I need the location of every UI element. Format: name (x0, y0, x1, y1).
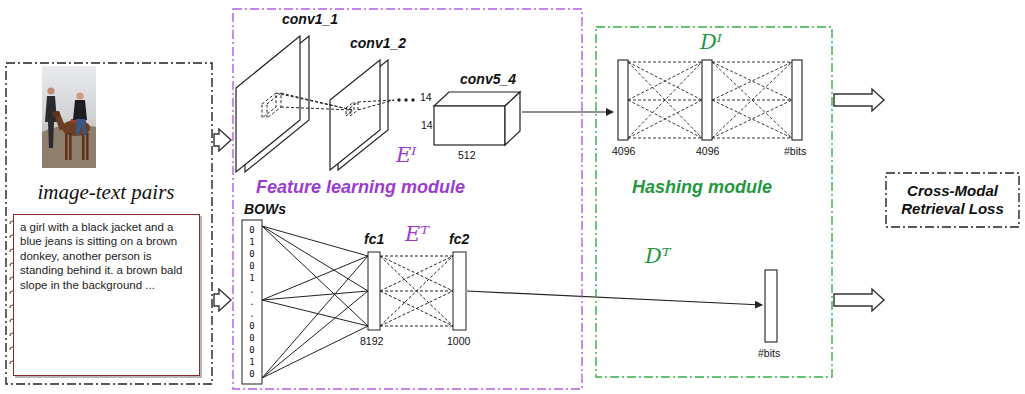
frame-outline (233, 9, 582, 389)
layer-label: fc2 (449, 232, 469, 247)
input-photo (42, 66, 96, 168)
hash-symbol: Dᴵ (700, 32, 722, 53)
dimension-label: 4096 (612, 146, 635, 158)
dimension-label: #bits (758, 348, 780, 360)
input-panel: image-text pairs a girl with a black jack… (5, 62, 213, 385)
block-arrow (834, 89, 884, 111)
text-layers (242, 220, 762, 384)
module-box: Feature learning module (232, 8, 583, 390)
dimension-label: 4096 (696, 146, 719, 158)
encoder-symbol: Eᴵ (396, 145, 417, 166)
panel-label: image-text pairs (5, 180, 207, 205)
hash-symbol: Dᵀ (645, 246, 671, 267)
layer-label: conv5_4 (460, 72, 516, 87)
block-arrow (834, 289, 884, 311)
loss-label: Cross-Modal Retrieval Loss (894, 182, 1012, 218)
frame-outline (6, 63, 212, 384)
dimension-label: 1000 (447, 336, 470, 348)
module-label: Hashing module (632, 178, 772, 198)
conv-layers (236, 36, 613, 172)
frame-outline (886, 173, 1019, 227)
layer-label: fc1 (364, 232, 384, 247)
module-box: Hashing module (595, 26, 833, 378)
dashdot-frame (595, 26, 833, 378)
dimension-label: 14 (421, 120, 433, 132)
dashdot-frame (232, 8, 583, 390)
loss-box: Cross-Modal Retrieval Loss (885, 172, 1020, 228)
bow-vector: 0 1 0 0 1 . . . 0 0 0 1 0 (248, 224, 256, 380)
dimension-label: 512 (458, 150, 476, 162)
frame-outline (596, 27, 832, 377)
caption-note: a girl with a black jacket and a blue je… (13, 214, 200, 376)
block-arrow (214, 289, 231, 311)
module-label: Feature learning module (256, 178, 465, 198)
dimension-label: 14 (420, 92, 432, 104)
dimension-label: 8192 (360, 336, 383, 348)
caption-text: a girl with a black jacket and a blue je… (20, 220, 192, 292)
layer-label: conv1_2 (350, 36, 406, 51)
layer-label: BOWs (244, 202, 286, 217)
dimension-label: #bits (784, 146, 806, 158)
block-arrow (214, 129, 231, 151)
layer-label: conv1_1 (282, 12, 338, 27)
encoder-symbol: Eᵀ (405, 224, 429, 245)
